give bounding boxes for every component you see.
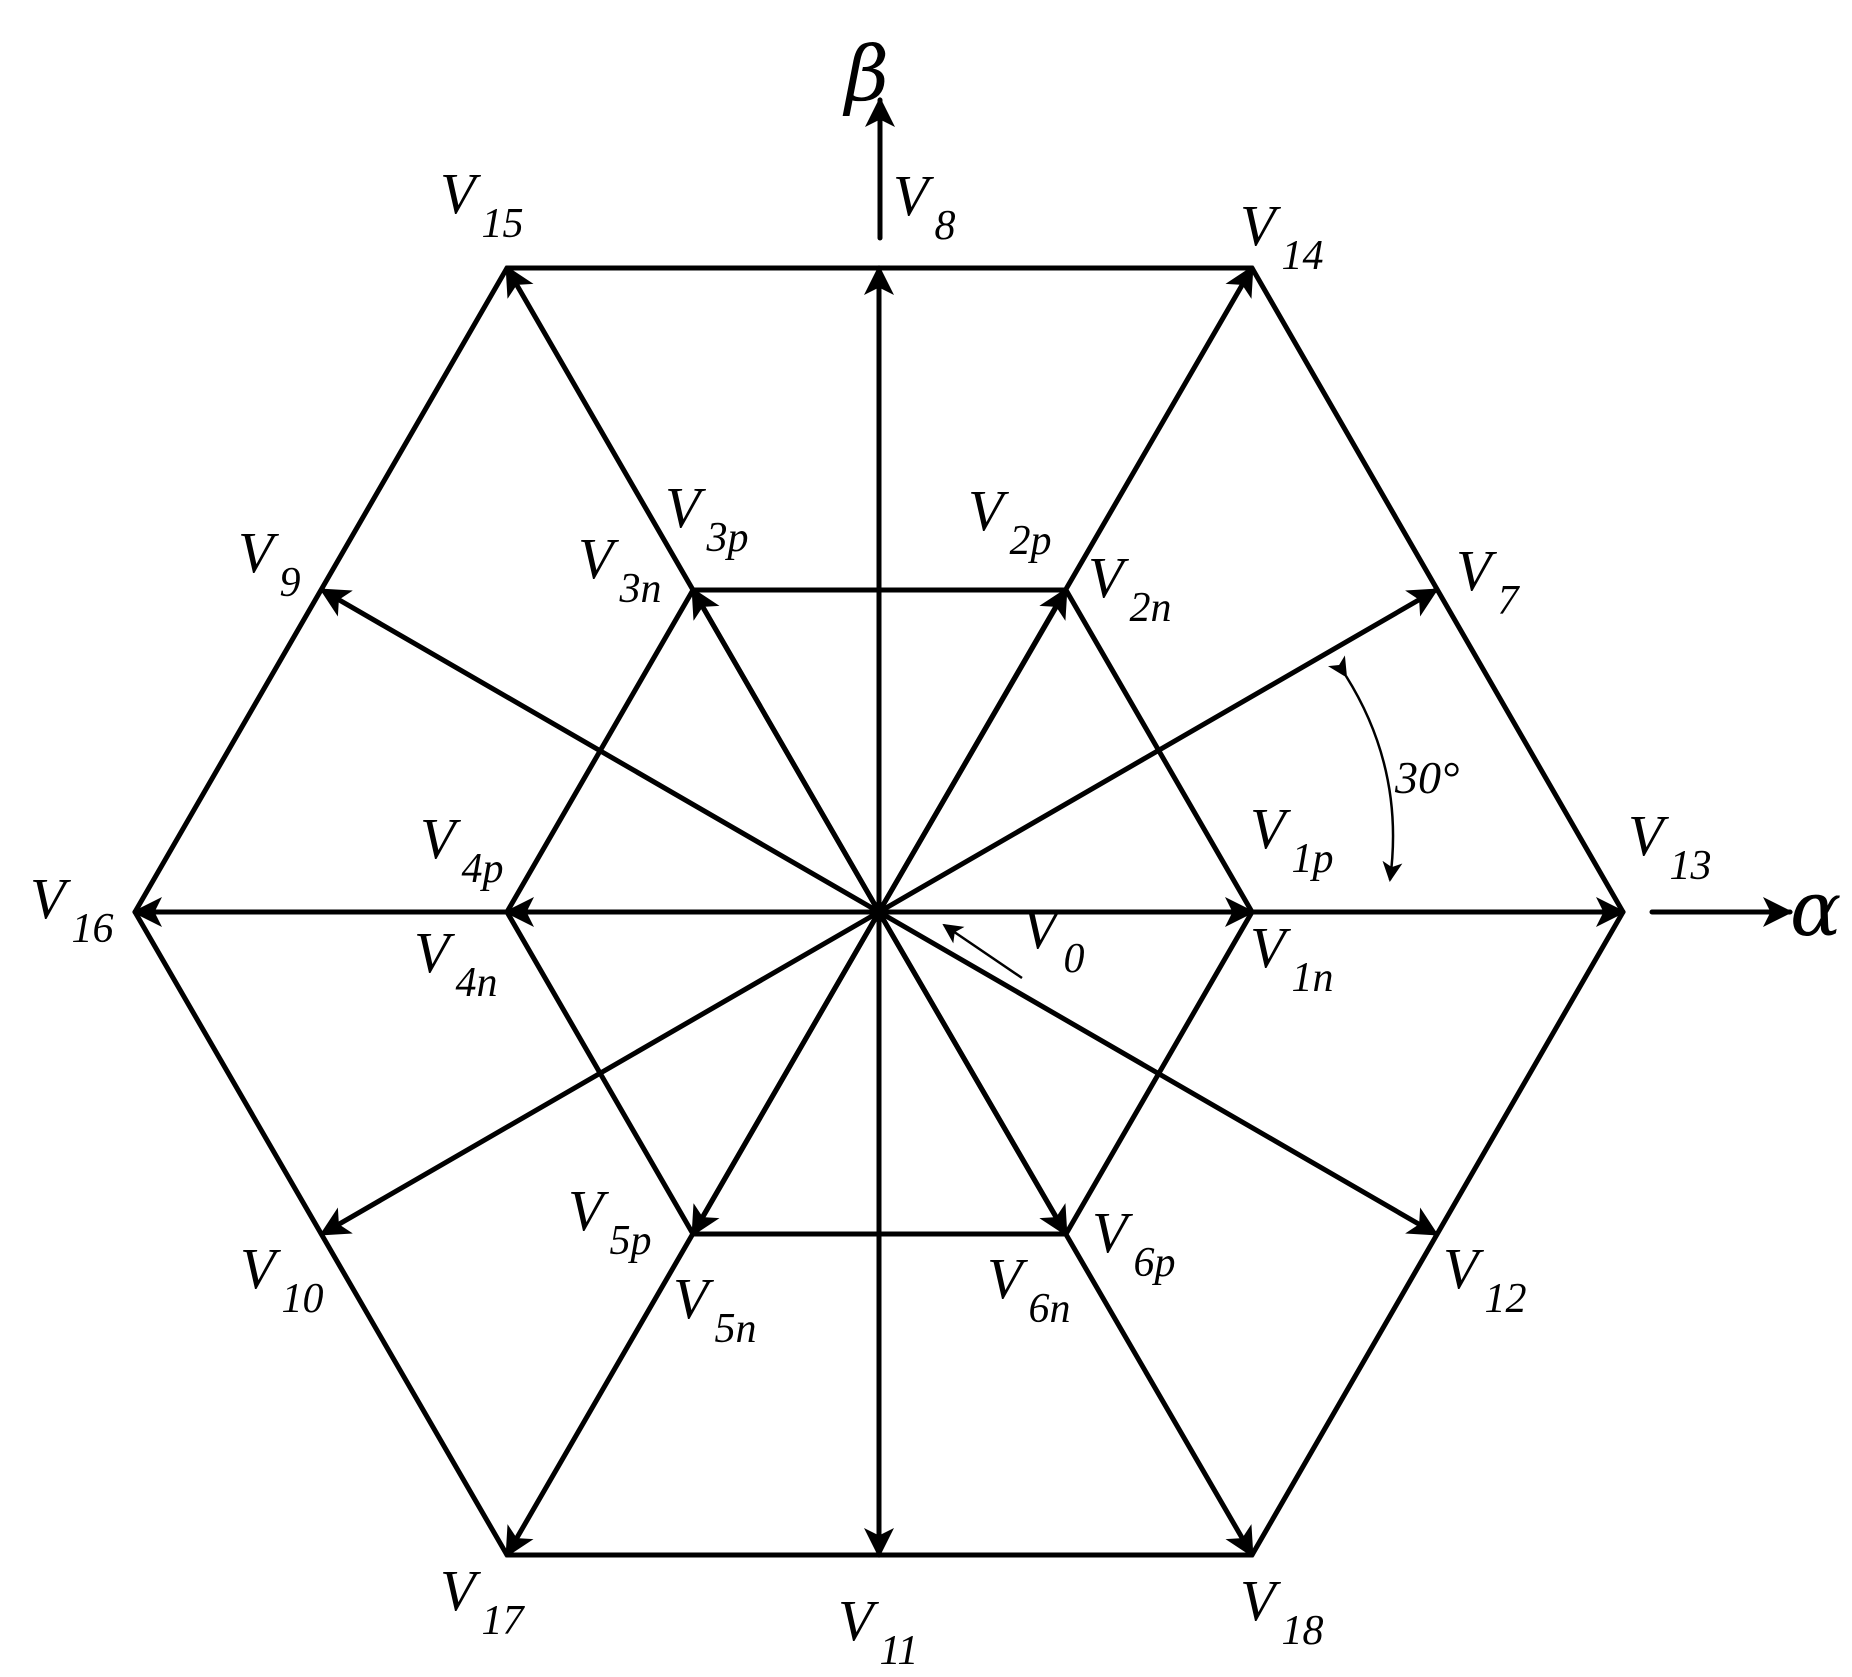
v1p-label-main: V	[1250, 796, 1292, 861]
alpha-axis-label: α	[1790, 864, 1841, 953]
v10-label-main: V	[240, 1236, 282, 1301]
v0-label-main: V	[1022, 896, 1064, 961]
v2p-label-main: V	[968, 478, 1010, 543]
v0-label-subscript: 0	[1063, 936, 1084, 982]
v18-label-main: V	[1240, 1568, 1282, 1633]
v5n-label-subscript: 5n	[714, 1306, 756, 1352]
v9-label-subscript: 9	[279, 560, 300, 606]
v1n-label-main: V	[1250, 915, 1292, 980]
v10-label-subscript: 10	[281, 1276, 323, 1322]
v3n-label-subscript: 3n	[618, 566, 661, 612]
vector-v9-arrow	[319, 587, 882, 915]
v14-label-subscript: 14	[1281, 233, 1323, 279]
v1p-label-subscript: 1p	[1291, 836, 1333, 882]
v5p-label-main: V	[568, 1178, 610, 1243]
v6p-label-subscript: 6p	[1133, 1240, 1175, 1286]
v4n-label-subscript: 4n	[455, 960, 497, 1006]
v8-label-subscript: 8	[934, 203, 955, 249]
v4p-label-main: V	[420, 806, 462, 871]
v11-label-main: V	[838, 1588, 880, 1653]
v6n-label-main: V	[987, 1246, 1029, 1311]
v4p-label-subscript: 4p	[461, 846, 503, 892]
origin-point	[870, 903, 888, 921]
v5p-label-subscript: 5p	[609, 1218, 651, 1264]
angle-label: 30°	[1394, 752, 1459, 803]
v0-pointer-arrow	[942, 923, 1023, 980]
v6p-label-main: V	[1092, 1200, 1134, 1265]
v2p-label-subscript: 2p	[1009, 518, 1051, 564]
vector-v7-arrow	[876, 587, 1439, 915]
v11-label-subscript: 11	[879, 1628, 918, 1674]
v3p-label-subscript: 3p	[705, 515, 748, 561]
v2n-label-subscript: 2n	[1129, 585, 1171, 631]
v12-label-subscript: 12	[1484, 1276, 1526, 1322]
v13-label-main: V	[1628, 803, 1670, 868]
v3n-label-main: V	[578, 526, 620, 591]
v7-label-main: V	[1456, 538, 1498, 603]
beta-axis-label: β	[842, 29, 889, 118]
v3p-label-main: V	[665, 475, 707, 540]
vector-v10-arrow	[319, 909, 882, 1237]
vector-v12-arrow	[876, 909, 1439, 1237]
v8-label-main: V	[893, 163, 935, 228]
v6n-label-subscript: 6n	[1028, 1286, 1070, 1332]
v15-label-main: V	[440, 161, 482, 226]
v9-label-main: V	[238, 520, 280, 585]
v16-label-subscript: 16	[71, 906, 113, 952]
v12-label-main: V	[1443, 1236, 1485, 1301]
v2n-label-main: V	[1088, 545, 1130, 610]
v15-label-subscript: 15	[481, 201, 523, 247]
v14-label-main: V	[1240, 193, 1282, 258]
vector-v5-arrow	[690, 909, 882, 1237]
vector-v3-arrow	[690, 587, 882, 915]
v4n-label-main: V	[414, 920, 456, 985]
v17-label-subscript: 17	[481, 1598, 525, 1644]
v18-label-subscript: 18	[1281, 1608, 1323, 1654]
angle-arc-30deg	[1327, 655, 1403, 882]
v16-label-main: V	[30, 866, 72, 931]
v5n-label-main: V	[673, 1266, 715, 1331]
vector-v2-arrow	[876, 587, 1069, 915]
v7-label-subscript: 7	[1497, 578, 1520, 624]
vector-v6-arrow	[876, 909, 1069, 1237]
v13-label-subscript: 13	[1669, 843, 1711, 889]
v17-label-main: V	[440, 1558, 482, 1623]
v1n-label-subscript: 1n	[1291, 955, 1333, 1001]
